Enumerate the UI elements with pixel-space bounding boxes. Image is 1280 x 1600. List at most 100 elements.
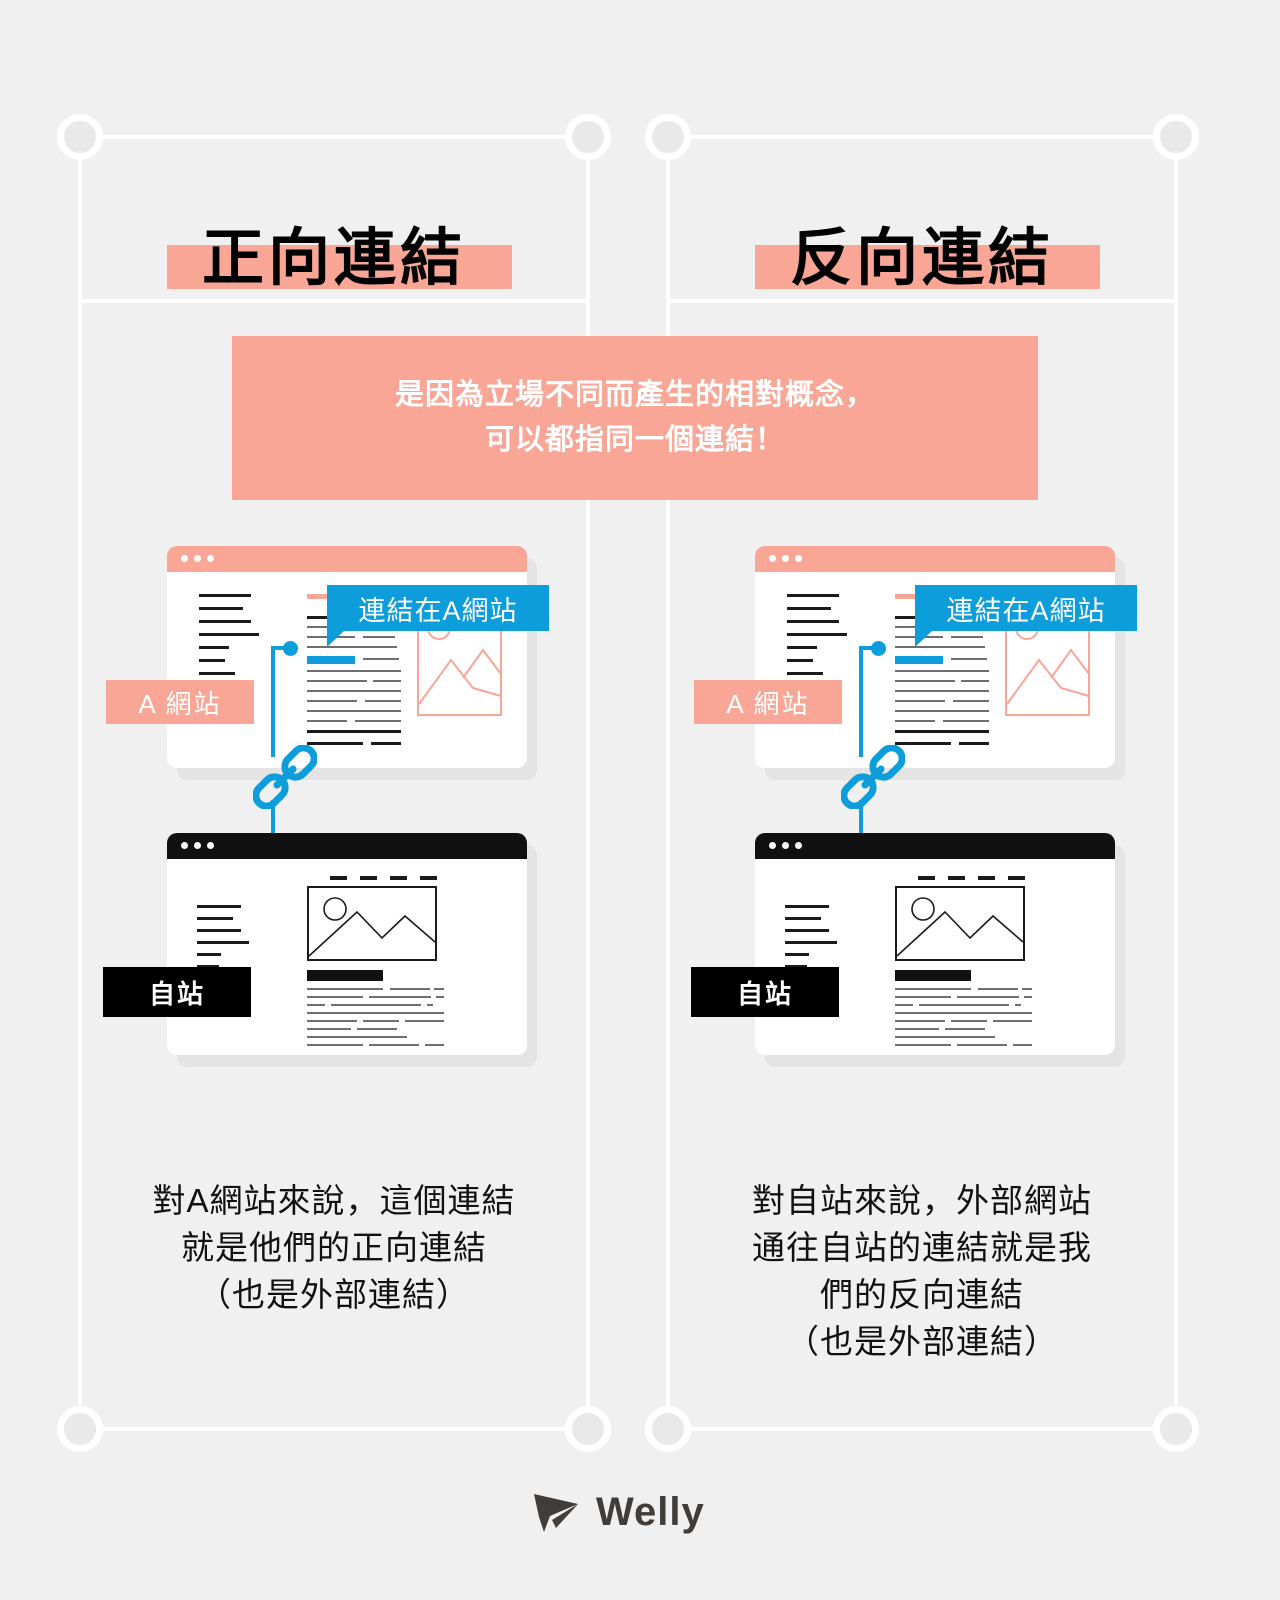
sidebar-line: [199, 594, 251, 597]
sidebar-line: [199, 607, 243, 610]
browser-dot-1: [769, 555, 776, 562]
panel-title-backlink-text: 反向連結: [789, 224, 1054, 293]
panel-title-backlink: 反向連結: [666, 180, 1178, 290]
link-anchor-dot-right: [871, 641, 886, 656]
browser-dot-1: [769, 842, 776, 849]
sidebar-line: [787, 594, 839, 597]
body-line: [425, 1044, 444, 1046]
sidebar-line: [787, 633, 847, 636]
body-line: [307, 730, 401, 733]
sidebar-line: [785, 953, 809, 956]
browser-titlebar-a-left: [167, 546, 527, 572]
body-line: [895, 988, 971, 990]
browser-dot-3: [207, 842, 214, 849]
tooltip-tail-right: [915, 631, 932, 647]
body-line: [369, 996, 431, 998]
title-highlight-forward: [167, 245, 512, 289]
frame-line-bottom-right: [666, 1427, 1178, 1431]
body-line: [405, 1020, 444, 1022]
connector-vertical-left: [271, 646, 275, 757]
caption-line: 們的反向連結: [820, 1275, 1024, 1313]
browser-window-a-right: [755, 546, 1115, 768]
frame-line-left-right: [666, 135, 670, 1431]
welly-logo: Welly: [532, 1490, 705, 1534]
caption-line: 對A網站來說，這個連結: [152, 1182, 516, 1219]
frame-line-right-left: [586, 135, 590, 1431]
body-line: [427, 1004, 433, 1006]
body-line: [951, 658, 987, 660]
sidebar-line: [197, 929, 241, 932]
body-line: [895, 742, 951, 745]
site-tag-own-right: 自站: [691, 967, 839, 1017]
body-line: [957, 1044, 1007, 1046]
sidebar-line: [199, 620, 251, 623]
frame-corner-circle-tr-2: [1153, 114, 1199, 160]
connector-horizontal-right: [859, 646, 877, 650]
connector-horizontal-left: [271, 646, 289, 650]
browser-window-a-left: [167, 546, 527, 768]
sidebar-line: [787, 607, 831, 610]
body-line: [959, 742, 989, 745]
caption-line: 對自站來說，外部網站: [752, 1182, 1092, 1219]
frame-corner-circle-tl: [57, 114, 103, 160]
body-line: [390, 988, 430, 990]
concept-banner-line-1: 是因為立場不同而產生的相對概念，: [394, 379, 875, 412]
sidebar-line: [199, 646, 229, 649]
welly-logo-text: Welly: [596, 1490, 705, 1534]
body-line: [943, 720, 989, 722]
panel-title-forward: 正向連結: [78, 180, 590, 290]
frame-corner-circle-tl-2: [645, 114, 691, 160]
body-line: [307, 996, 363, 998]
sidebar-line: [785, 941, 837, 944]
sidebar-line: [787, 659, 813, 662]
chain-link-icon-left: [253, 745, 317, 809]
nav-dash: [918, 876, 935, 880]
frame-corner-circle-bl-2: [645, 1406, 691, 1452]
body-line: [365, 700, 401, 702]
caption-line: 通往自站的連結就是我: [752, 1228, 1092, 1266]
body-line: [307, 646, 397, 648]
body-line: [355, 720, 401, 722]
body-line: [978, 988, 1018, 990]
image-placeholder-black: [307, 886, 437, 961]
nav-dash: [360, 876, 377, 880]
concept-banner: 是因為立場不同而產生的相對概念， 可以都指同一個連結！: [232, 336, 1038, 500]
frame-line-left-left: [78, 135, 82, 1431]
site-tag-a-left: A 網站: [106, 680, 254, 724]
body-line: [434, 988, 444, 990]
body-line: [307, 742, 363, 745]
frame-line-top-left: [78, 135, 590, 139]
sidebar-line: [785, 917, 821, 920]
connector-arrow-stem-left: [271, 800, 275, 846]
body-line: [1024, 996, 1032, 998]
body-line: [957, 996, 1019, 998]
nav-dash: [948, 876, 965, 880]
sidebar-line: [197, 965, 219, 968]
browser-dot-2: [194, 842, 201, 849]
browser-dot-1: [181, 555, 188, 562]
image-placeholder-art-black: [308, 897, 436, 957]
body-line: [895, 710, 989, 712]
article-heading-bar-black: [895, 970, 971, 981]
frame-line-right-right: [1174, 135, 1178, 1431]
caption-forward-link: 對A網站來說，這個連結 就是他們的正向連結 （也是外部連結）: [78, 1178, 590, 1319]
body-line: [1013, 1044, 1032, 1046]
site-tag-own-left: 自站: [103, 967, 251, 1017]
nav-dash: [1008, 876, 1025, 880]
tooltip-link-on-a-right: 連結在A網站: [915, 585, 1137, 631]
body-line: [307, 1004, 325, 1006]
browser-dot-3: [795, 555, 802, 562]
body-line: [307, 700, 357, 702]
body-line: [307, 670, 401, 672]
body-line: [895, 680, 955, 682]
connector-arrow-stem-right: [859, 800, 863, 846]
nav-dash: [420, 876, 437, 880]
frame-corner-circle-br-2: [1153, 1406, 1199, 1452]
concept-banner-line-2: 可以都指同一個連結！: [484, 424, 785, 456]
body-line: [436, 996, 444, 998]
frame-corner-circle-tr: [565, 114, 611, 160]
sidebar-line: [787, 672, 823, 675]
body-line: [961, 680, 989, 682]
body-line: [945, 1028, 985, 1030]
